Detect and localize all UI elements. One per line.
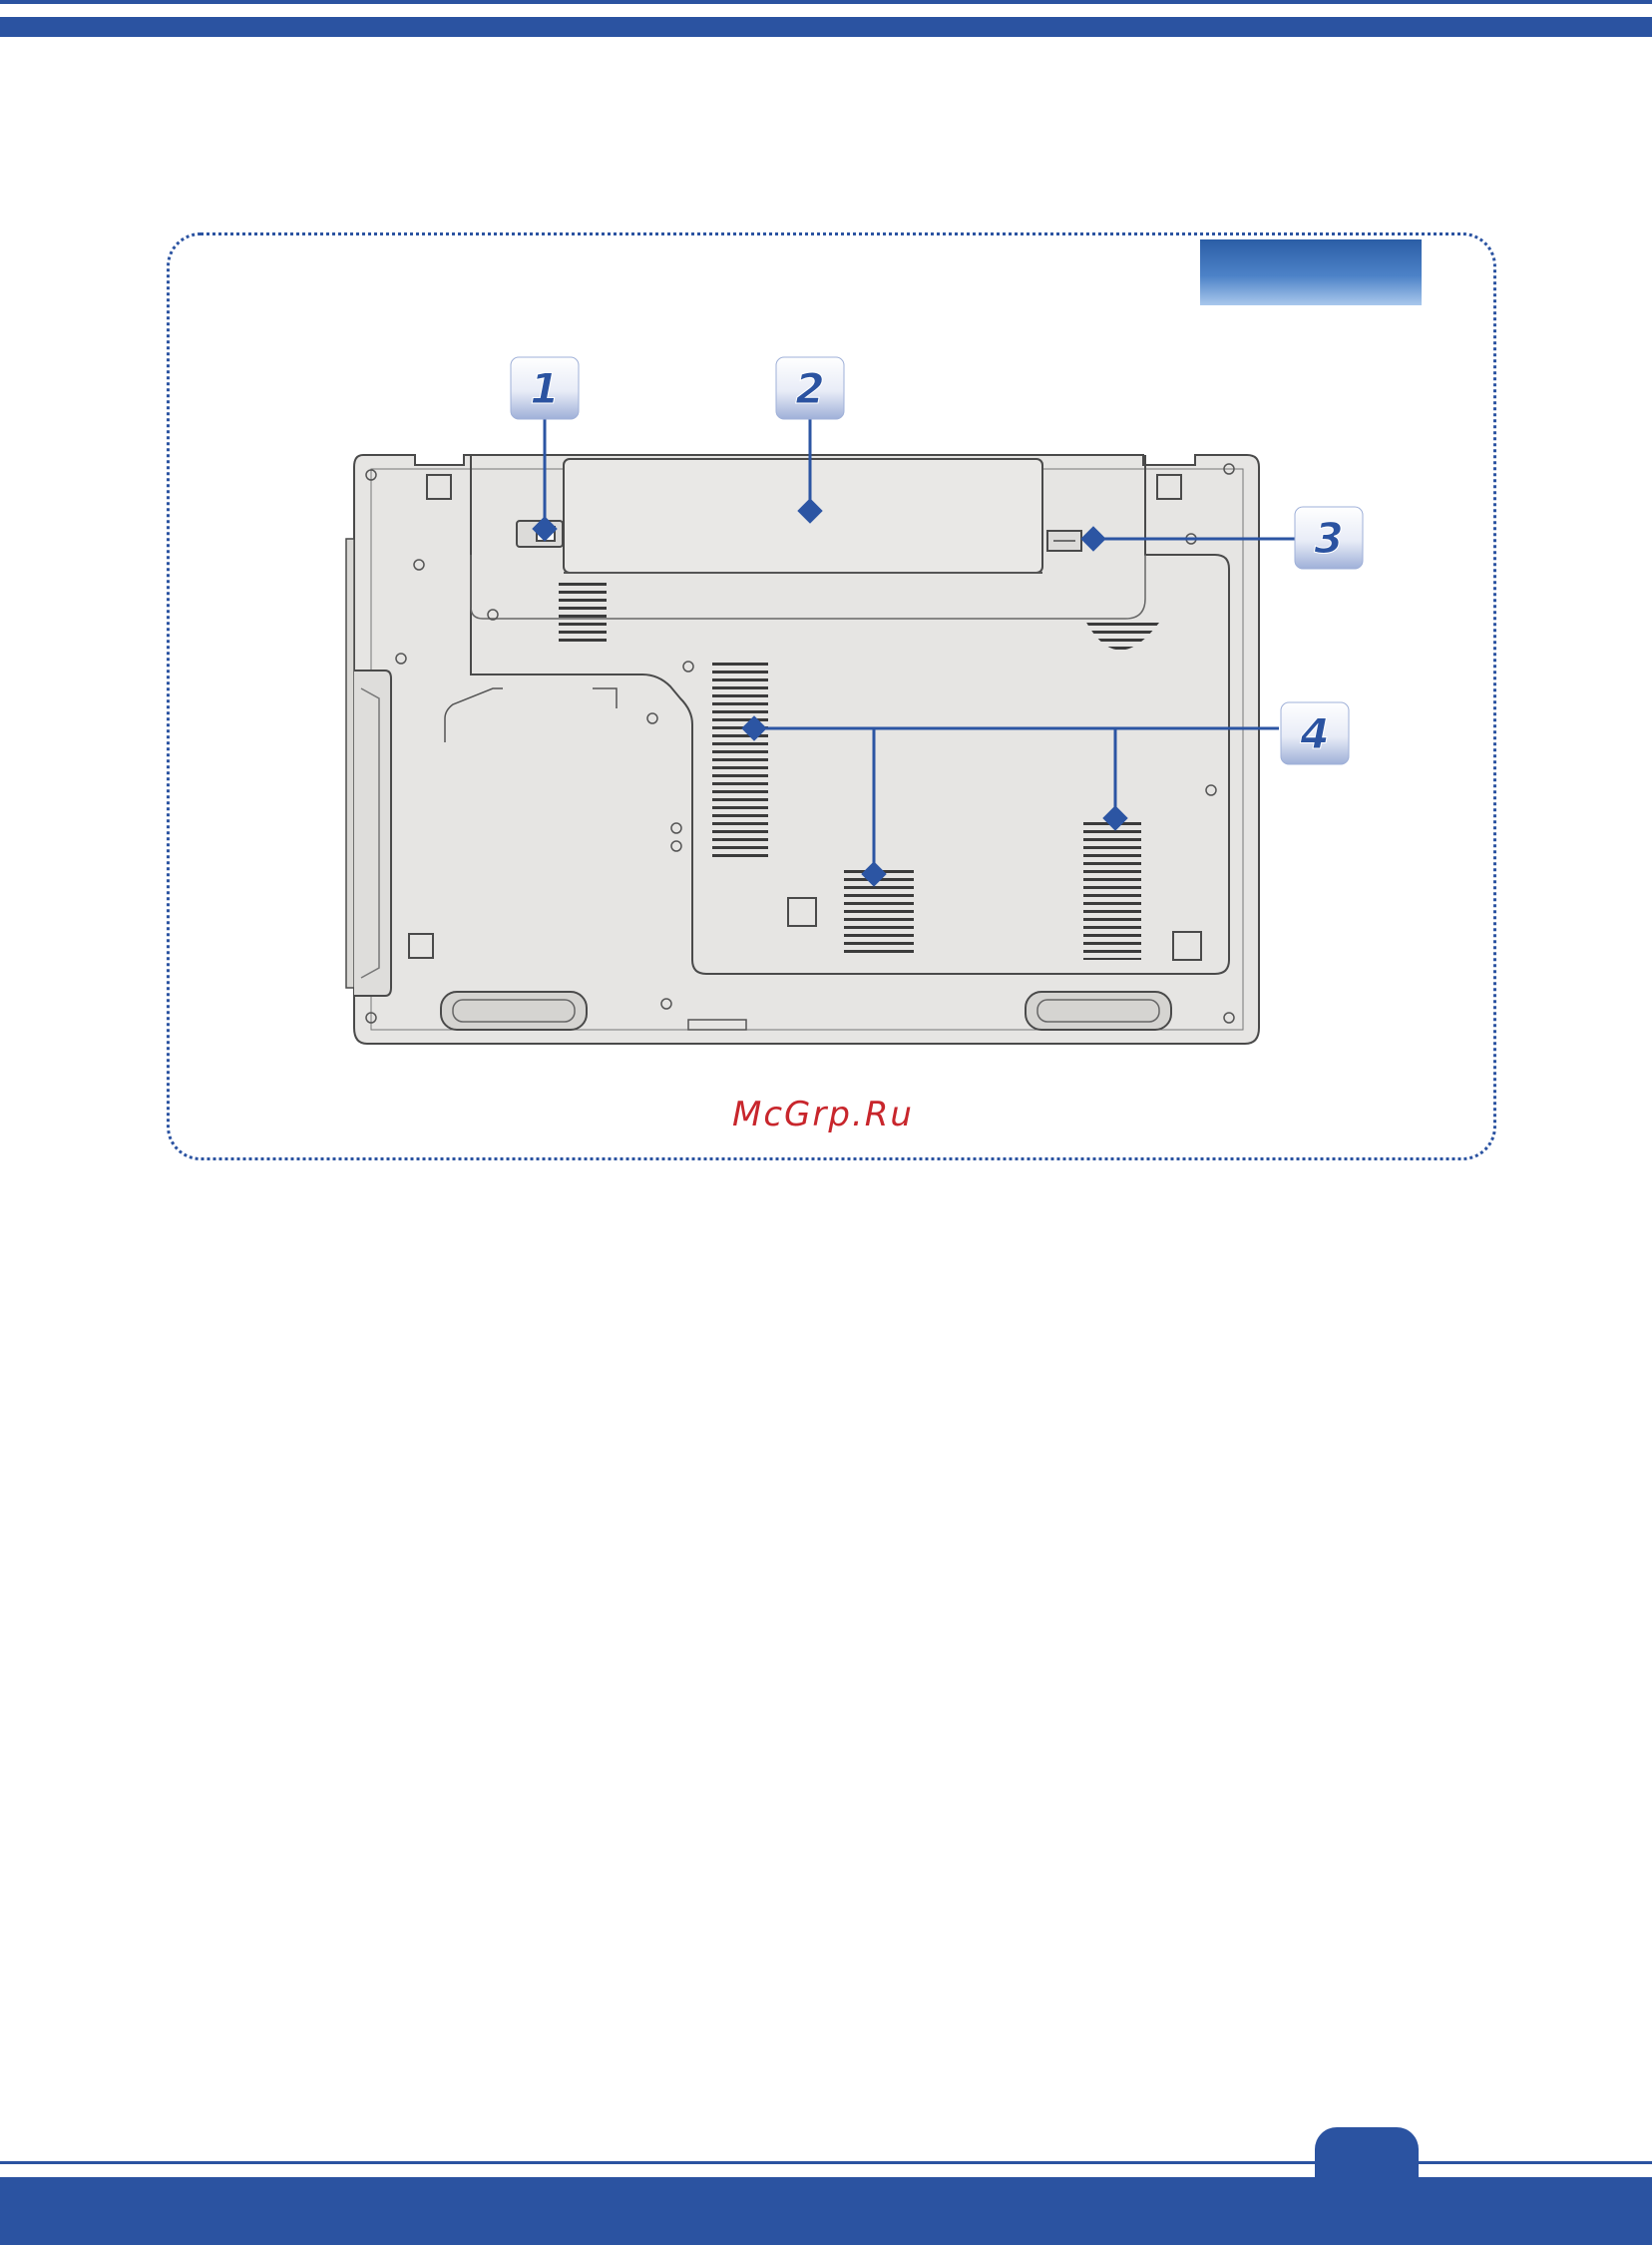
watermark-text: McGrp.Ru (732, 1098, 932, 1131)
callout-badge-2: 2 (776, 357, 844, 419)
callout-number-4: 4 (1299, 709, 1329, 758)
callout-number-3: 3 (1314, 514, 1343, 563)
callout-badge-1: 1 (511, 357, 579, 419)
footer-band (0, 2177, 1652, 2245)
callout-badge-3: 3 (1295, 507, 1363, 569)
callout-badge-4: 4 (1281, 702, 1349, 764)
callout-number-2: 2 (795, 364, 824, 413)
callout-number-1: 1 (530, 364, 559, 413)
